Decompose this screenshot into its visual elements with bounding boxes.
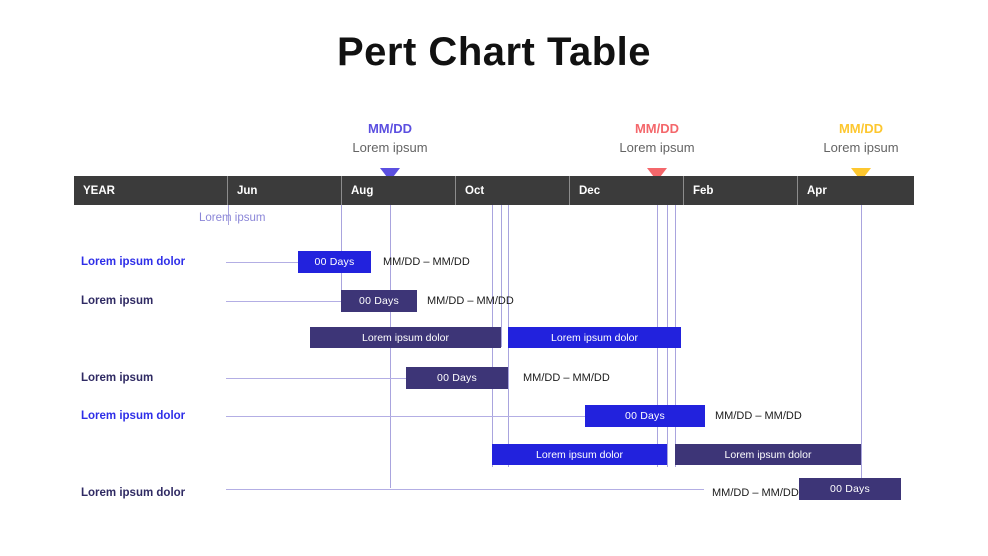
milestone-3-label: Lorem ipsum [823,140,899,155]
row-connector-1 [226,262,298,263]
header-cell-aug[interactable]: Aug [342,176,456,205]
task-dates-5: MM/DD – MM/DD [712,487,799,499]
header-cell-oct[interactable]: Oct [456,176,570,205]
row-label-2: Lorem ipsum [81,295,154,307]
row-connector-3 [226,378,406,379]
page-title: Pert Chart Table [337,30,651,74]
task-bar-4[interactable]: 00 Days [585,405,705,427]
row-label-4: Lorem ipsum dolor [81,410,186,422]
guide-line [501,205,502,347]
phase-band-3[interactable]: Lorem ipsum dolor [492,444,667,465]
phase-band-4[interactable]: Lorem ipsum dolor [675,444,861,465]
task-dates-2: MM/DD – MM/DD [427,295,514,307]
milestone-3-date: MM/DD [838,121,884,136]
row-connector-5 [226,489,704,490]
milestone-2-date: MM/DD [634,121,680,136]
phase-band-2[interactable]: Lorem ipsum dolor [508,327,681,348]
header-cell-year[interactable]: YEAR [74,176,228,205]
task-bar-1[interactable]: 00 Days [298,251,371,273]
milestone-2: MM/DD Lorem ipsum [567,121,747,157]
guide-line [861,205,862,488]
task-dates-4: MM/DD – MM/DD [715,410,802,422]
header-cell-feb[interactable]: Feb [684,176,798,205]
row-label-1: Lorem ipsum dolor [81,256,186,268]
task-bar-3[interactable]: 00 Days [406,367,508,389]
milestone-3: MM/DD Lorem ipsum [771,121,951,157]
header-cell-dec[interactable]: Dec [570,176,684,205]
header-cell-jun[interactable]: Jun [228,176,342,205]
row-label-5: Lorem ipsum dolor [81,487,186,499]
milestone-1: MM/DD Lorem ipsum [300,121,480,157]
timeline-header: YEAR Jun Aug Oct Dec Feb Apr [74,176,914,205]
row-label-3: Lorem ipsum [81,372,154,384]
phase-band-1[interactable]: Lorem ipsum dolor [310,327,501,348]
row-connector-4 [226,416,585,417]
task-bar-5[interactable]: 00 Days [799,478,901,500]
guide-line [228,205,229,225]
milestone-2-label: Lorem ipsum [619,140,695,155]
task-dates-3: MM/DD – MM/DD [523,372,610,384]
milestone-1-date: MM/DD [367,121,413,136]
header-cell-apr[interactable]: Apr [798,176,914,205]
chart-annotation: Lorem ipsum [199,212,266,224]
task-bar-2[interactable]: 00 Days [341,290,417,312]
row-connector-2 [226,301,341,302]
milestone-1-label: Lorem ipsum [352,140,428,155]
task-dates-1: MM/DD – MM/DD [383,256,470,268]
